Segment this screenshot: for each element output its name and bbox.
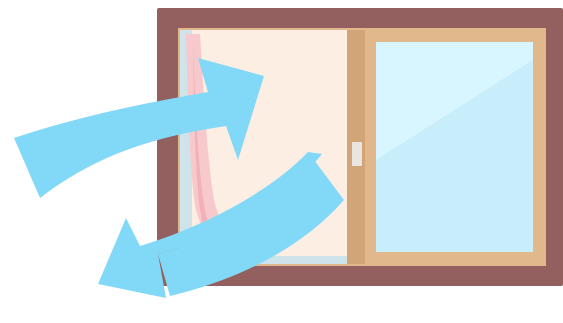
- sliding-sash: [347, 30, 546, 264]
- sash-handle: [352, 142, 362, 166]
